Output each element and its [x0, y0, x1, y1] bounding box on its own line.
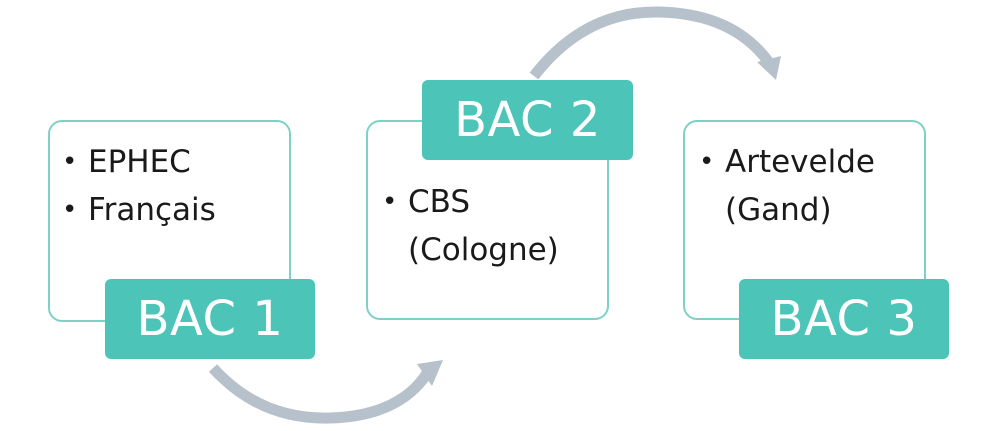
arrow-bac1-to-bac2 — [208, 364, 433, 424]
arrow-bac1-to-bac2-head — [417, 360, 443, 386]
arrow-bac2-to-bac3 — [529, 6, 775, 80]
stage-label-bac1: BAC 1 — [105, 279, 315, 359]
bullet-icon: • — [699, 147, 715, 177]
stage-label-bac2: BAC 2 — [422, 80, 633, 160]
stage-label-bac3: BAC 3 — [739, 279, 949, 359]
list-item: •CBS (Cologne) — [382, 178, 613, 274]
stage-list-bac3: •Artevelde (Gand) — [699, 138, 924, 234]
bullet-icon: • — [382, 187, 398, 217]
list-item: •Français — [62, 186, 289, 234]
bullet-icon: • — [62, 147, 78, 177]
list-item: •Artevelde (Gand) — [699, 138, 930, 234]
arrow-bac2-to-bac3-head — [757, 56, 781, 80]
bullet-icon: • — [62, 195, 78, 225]
list-item: •EPHEC — [62, 138, 289, 186]
stage-list-bac1: •EPHEC •Français — [62, 138, 289, 234]
stage-list-bac2: •CBS (Cologne) — [382, 178, 607, 274]
